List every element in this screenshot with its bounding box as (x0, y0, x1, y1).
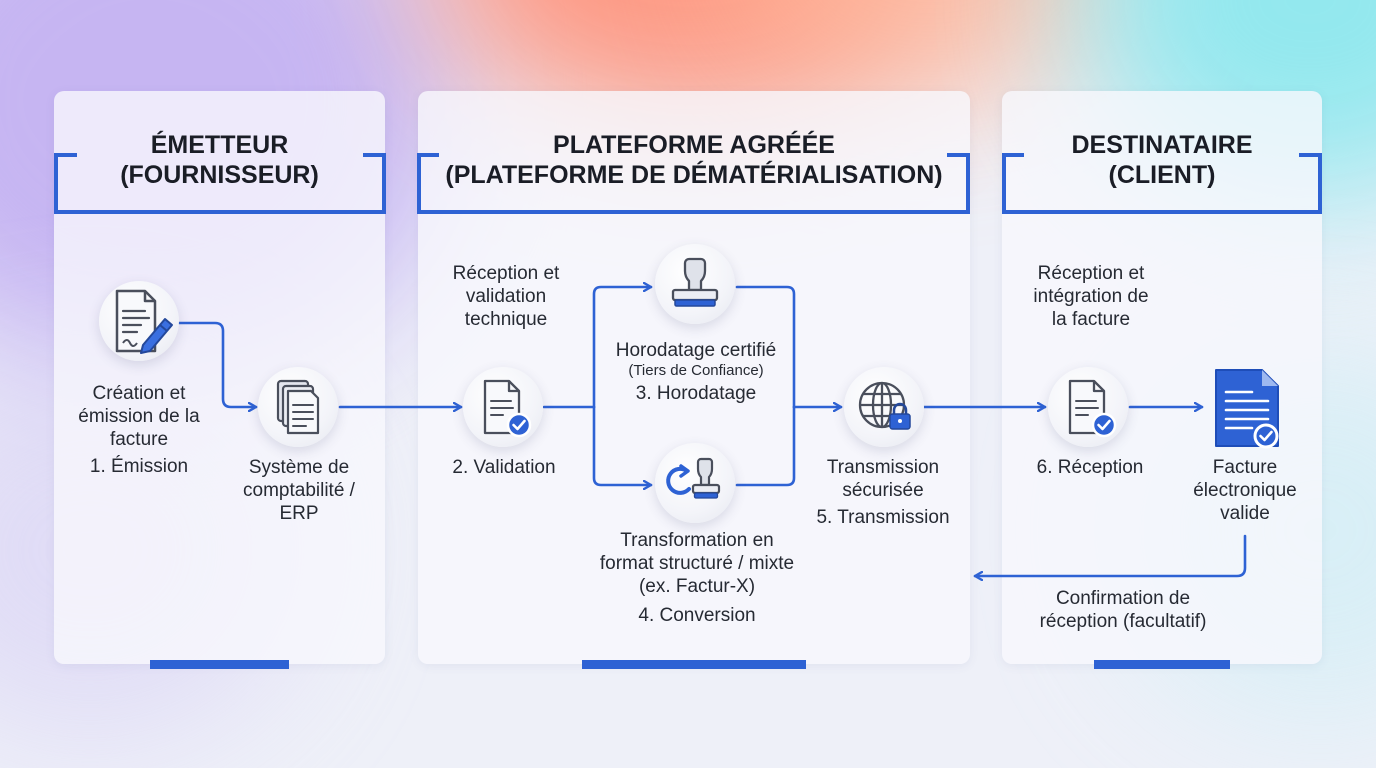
valid-invoice-label: Facture électronique valide (1193, 457, 1297, 524)
document-check-icon (1068, 379, 1117, 438)
emitter-title-line1: ÉMETTEUR (150, 131, 289, 159)
emitter-bottom-bar (150, 660, 289, 669)
step-4-label: 4. Conversion (638, 605, 756, 626)
erp-label: Système de comptabilité / ERP (243, 457, 355, 524)
emitter-header: ÉMETTEUR (FOURNISSEUR) (54, 130, 385, 210)
document-stack-icon (276, 379, 320, 435)
stamp-icon (671, 257, 719, 307)
recipient-title-line1: DESTINATAIRE (1071, 131, 1253, 159)
invoice-create-node (99, 281, 179, 361)
platform-header: PLATEFORME AGRÉÉE (PLATEFORME DE DÉMATÉR… (418, 130, 970, 210)
step-5-label: 5. Transmission (816, 507, 950, 528)
transmission-label: Transmission sécurisée 5. Transmission (800, 456, 966, 529)
conversion-node (655, 443, 735, 523)
horodatage-node (655, 244, 735, 324)
blue-document-check-icon (1215, 369, 1279, 449)
reception-integration-label: Réception et intégration de la facture (1033, 263, 1149, 330)
reception-node (1048, 367, 1128, 447)
confirmation-label: Confirmation de réception (facultatif) (1039, 588, 1207, 632)
emitter-title-line2: (FOURNISSEUR) (120, 161, 319, 189)
validation-node (463, 367, 543, 447)
horodatage-label: Horodatage certifié (Tiers de Confiance)… (587, 339, 805, 405)
platform-bottom-bar (582, 660, 806, 669)
document-pen-icon (115, 289, 173, 354)
recipient-title-line2: (CLIENT) (1108, 161, 1216, 189)
recipient-header: DESTINATAIRE (CLIENT) (1002, 130, 1322, 210)
refresh-stamp-icon (666, 457, 721, 499)
globe-lock-icon (858, 381, 911, 430)
platform-title-line1: PLATEFORME AGRÉÉE (553, 131, 835, 159)
step-1-label: 1. Émission (89, 456, 189, 477)
reception-validation-label: Réception et validation technique (452, 263, 560, 330)
erp-node (258, 367, 338, 447)
transmission-node (844, 367, 924, 447)
document-check-icon (483, 379, 532, 438)
conversion-label: Transformation en format structuré / mix… (578, 529, 816, 627)
step-6-label: 6. Réception (1036, 457, 1144, 478)
emission-label: Création et émission de la facture 1. Ém… (54, 382, 224, 478)
step-2-label: 2. Validation (452, 457, 556, 478)
recipient-bottom-bar (1094, 660, 1230, 669)
step-3-label: 3. Horodatage (635, 383, 757, 404)
platform-title-line2: (PLATEFORME DE DÉMATÉRIALISATION) (445, 161, 943, 189)
